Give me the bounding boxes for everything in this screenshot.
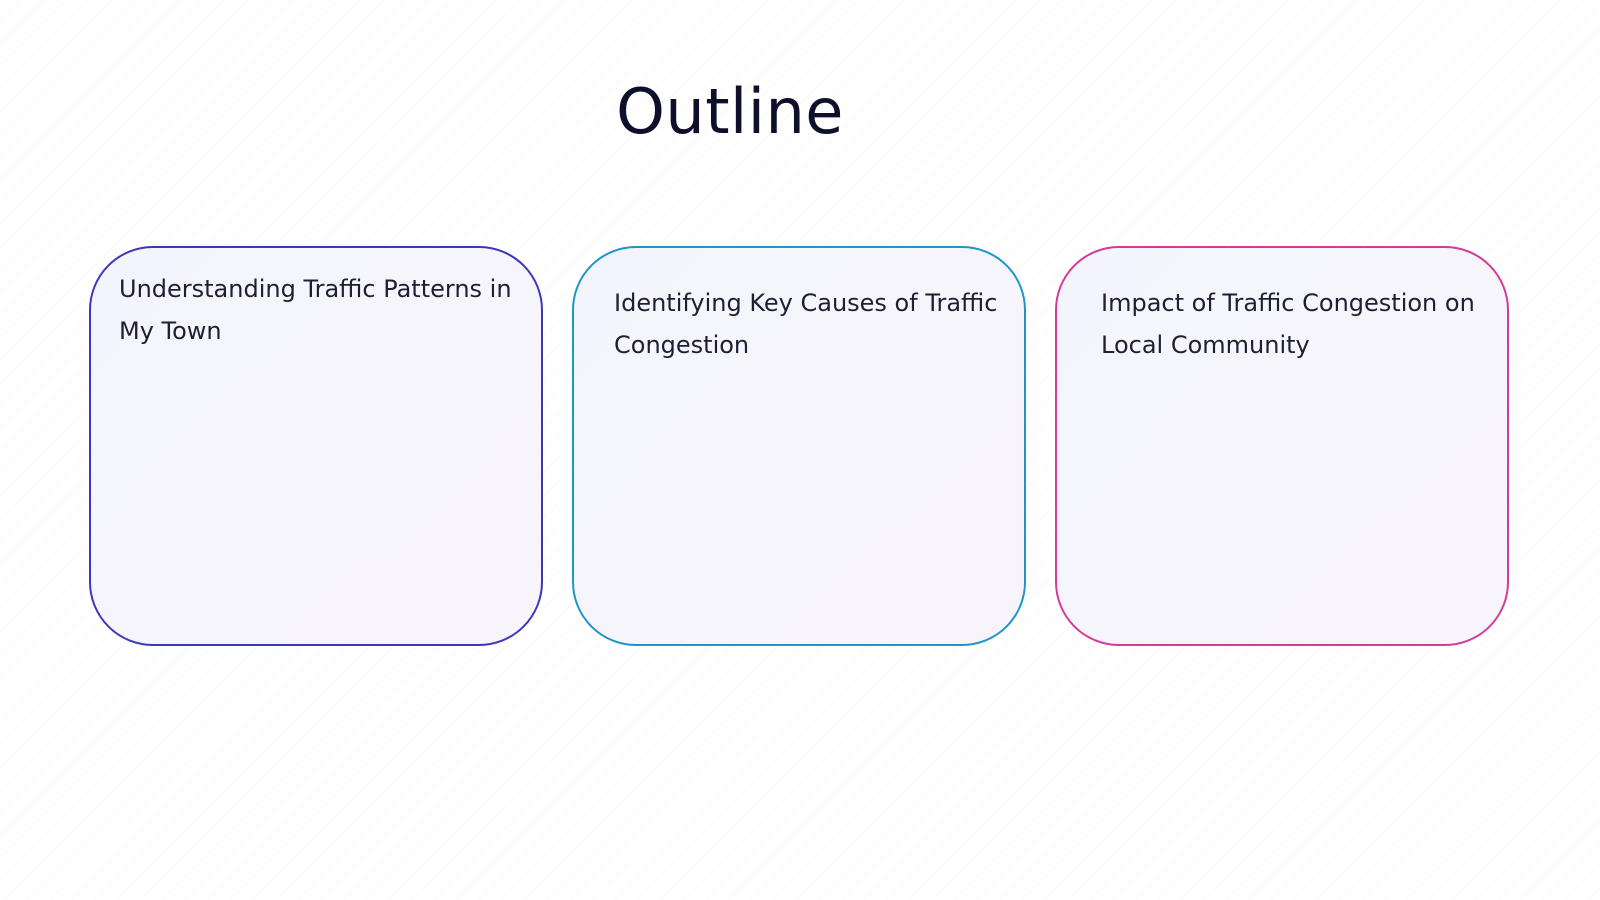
outline-card-1-text: Understanding Traffic Patterns in My Tow… bbox=[119, 275, 512, 345]
outline-card-1: Understanding Traffic Patterns in My Tow… bbox=[89, 246, 543, 646]
outline-card-2-text: Identifying Key Causes of Traffic Conges… bbox=[614, 289, 998, 359]
outline-card-2: Identifying Key Causes of Traffic Conges… bbox=[572, 246, 1026, 646]
outline-card-3: Impact of Traffic Congestion on Local Co… bbox=[1055, 246, 1509, 646]
outline-card-3-text: Impact of Traffic Congestion on Local Co… bbox=[1101, 289, 1475, 359]
slide-title: Outline bbox=[616, 75, 844, 148]
